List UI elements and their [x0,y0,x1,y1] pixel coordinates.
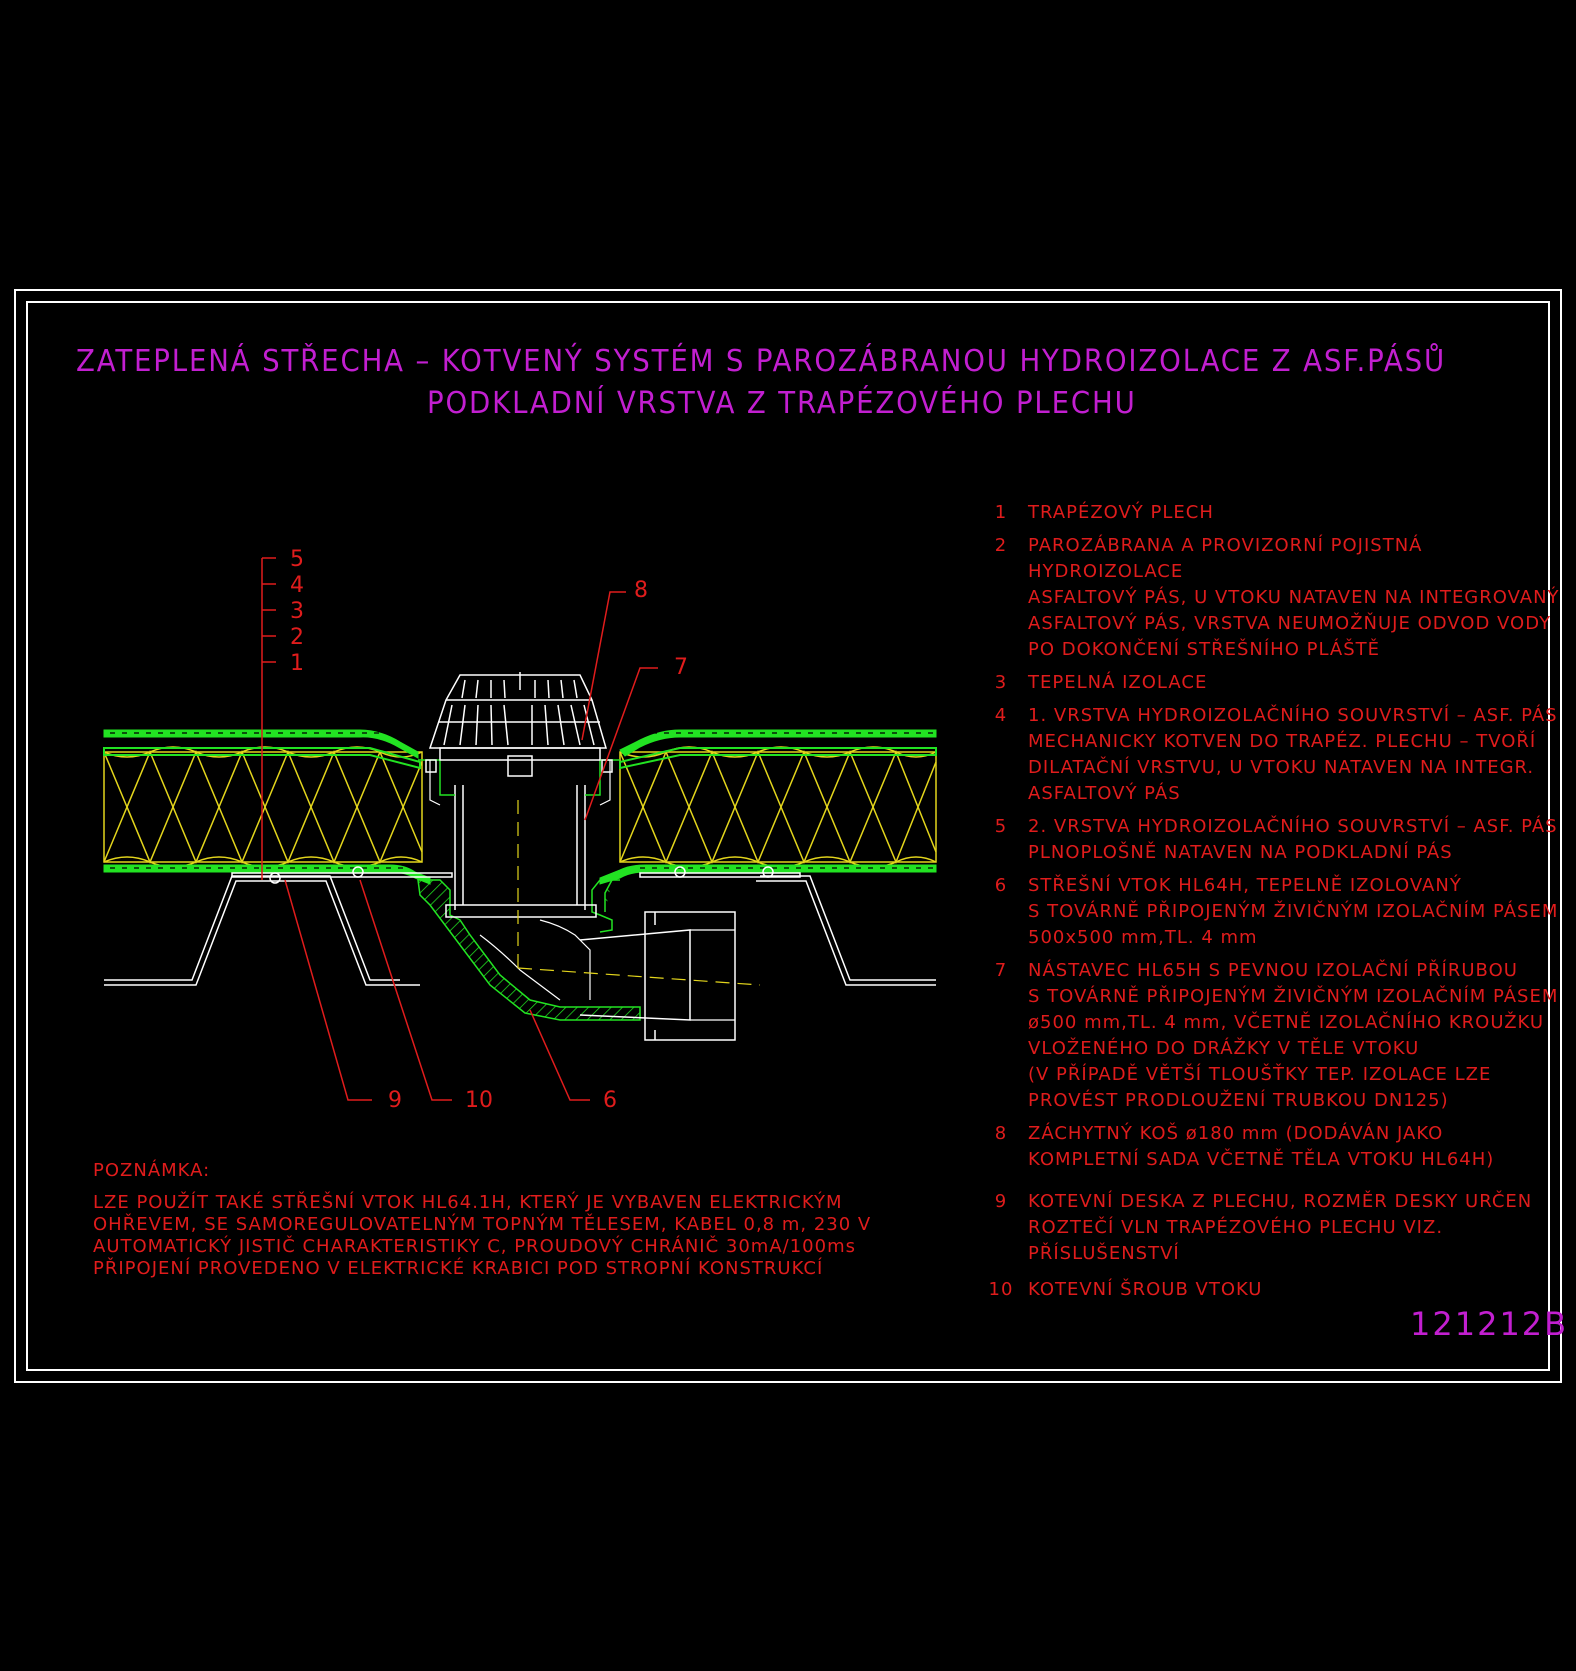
legend-item-number: 10 [988,1279,1014,1300]
anchor-screws [269,866,774,884]
drawing-code: 121212B [1410,1305,1569,1343]
legend-item-text: KOTEVNÍ DESKA Z PLECHU, ROZMĚR DESKY URČ… [1028,1191,1533,1264]
legend-item-number: 7 [994,960,1008,981]
note-heading: POZNÁMKA: [93,1160,211,1181]
callout-4: 4 [290,573,304,598]
callout-8: 8 [634,578,648,603]
callout-6: 6 [603,1088,617,1113]
callout-10: 10 [465,1088,493,1113]
note: POZNÁMKA: LZE POUŽÍT TAKÉ STŘEŠNÍ VTOK H… [93,1160,871,1280]
legend-item: 1 TRAPÉZOVÝ PLECH [984,500,1564,526]
inner-frame [26,301,1550,1371]
callout-1: 1 [290,651,304,676]
legend-item-number: 3 [994,672,1008,693]
note-body: LZE POUŽÍT TAKÉ STŘEŠNÍ VTOK HL64.1H, KT… [93,1192,872,1279]
legend-item-number: 2 [994,535,1008,556]
callout-9: 9 [388,1088,402,1113]
legend-item: 4 1. VRSTVA HYDROIZOLAČNÍHO SOUVRSTVÍ – … [984,703,1564,807]
outer-frame [14,289,1562,1383]
legend-item-number: 6 [994,875,1008,896]
trapezoidal-sheet [104,875,936,986]
legend-item: 6 STŘEŠNÍ VTOK HL64H, TEPELNĚ IZOLOVANÝ … [984,873,1564,951]
legend-item-text: ZÁCHYTNÝ KOŠ ø180 mm (DODÁVÁN JAKO KOMPL… [1028,1123,1495,1170]
legend-item: 7 NÁSTAVEC HL65H S PEVNOU IZOLAČNÍ PŘÍRU… [984,958,1564,1114]
legend-item: 2 PAROZÁBRANA A PROVIZORNÍ POJISTNÁ HYDR… [984,533,1564,663]
legend-item: 8 ZÁCHYTNÝ KOŠ ø180 mm (DODÁVÁN JAKO KOM… [984,1121,1564,1173]
roof-drain-body [417,755,736,1041]
legend-item-text: TEPELNÁ IZOLACE [1028,672,1208,693]
legend-item-text: STŘEŠNÍ VTOK HL64H, TEPELNĚ IZOLOVANÝ S … [1028,875,1559,948]
legend-item-text: 2. VRSTVA HYDROIZOLAČNÍHO SOUVRSTVÍ – AS… [1028,816,1558,863]
legend-item-number: 9 [994,1191,1008,1212]
legend-item-text: TRAPÉZOVÝ PLECH [1028,502,1214,523]
callout-5: 5 [290,547,304,572]
callout-7: 7 [674,655,688,680]
anchor-plates [231,872,801,878]
top-membrane [103,729,937,770]
legend-item-text: NÁSTAVEC HL65H S PEVNOU IZOLAČNÍ PŘÍRUBO… [1028,960,1559,1111]
legend-item: 9 KOTEVNÍ DESKA Z PLECHU, ROZMĚR DESKY U… [984,1189,1564,1267]
legend-item: 3 TEPELNÁ IZOLACE [984,670,1564,696]
legend-item-text: PAROZÁBRANA A PROVIZORNÍ POJISTNÁ HYDROI… [1028,535,1560,660]
legend: 1 TRAPÉZOVÝ PLECH 2 PAROZÁBRANA A PROVIZ… [984,500,1564,1303]
callout-2: 2 [290,625,304,650]
drain-axis [517,800,761,986]
drawing-title-line1: ZATEPLENÁ STŘECHA – KOTVENÝ SYSTÉM S PAR… [76,344,1446,379]
legend-item-number: 8 [994,1123,1008,1144]
callout-leaders [261,557,658,1101]
roof-section [103,672,937,1041]
legend-item-number: 5 [994,816,1008,837]
callout-3: 3 [290,599,304,624]
gravel-basket [428,672,607,761]
legend-item-text: KOTEVNÍ ŠROUB VTOKU [1028,1279,1263,1300]
legend-item-number: 4 [994,705,1008,726]
legend-item: 5 2. VRSTVA HYDROIZOLAČNÍHO SOUVRSTVÍ – … [984,814,1564,866]
insulation-right [619,746,937,868]
drawing-title-line2: PODKLADNÍ VRSTVA Z TRAPÉZOVÉHO PLECHU [427,386,1137,421]
legend-item-text: 1. VRSTVA HYDROIZOLAČNÍHO SOUVRSTVÍ – AS… [1028,705,1558,804]
legend-item: 10 KOTEVNÍ ŠROUB VTOKU [984,1277,1564,1303]
legend-item-number: 1 [994,502,1008,523]
insulation-left [103,746,423,868]
